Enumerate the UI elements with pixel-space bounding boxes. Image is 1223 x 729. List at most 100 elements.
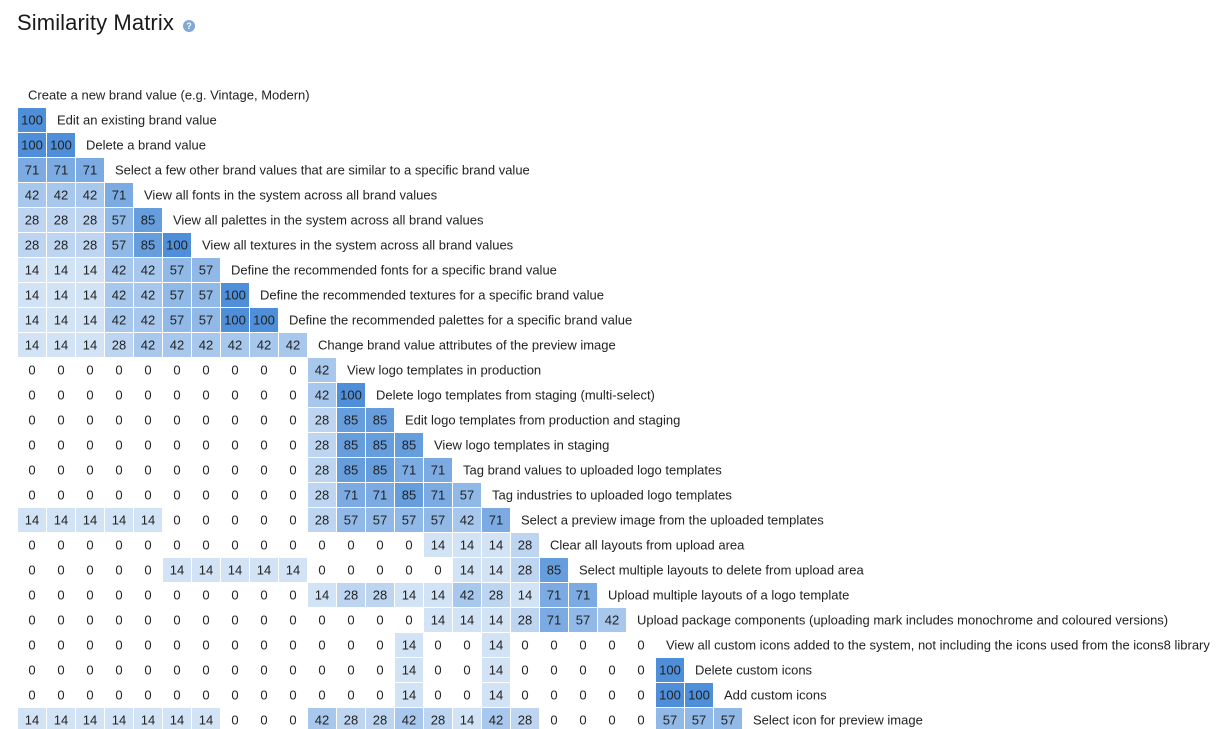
heatmap-cell	[192, 483, 220, 507]
heatmap-cell	[192, 658, 220, 682]
heatmap-cell	[221, 583, 249, 607]
cell-value-label: 0	[405, 538, 412, 553]
cell-value-label: 0	[318, 663, 325, 678]
row-label: Define the recommended fonts for a speci…	[231, 263, 557, 278]
cell-value-label: 0	[144, 638, 151, 653]
cell-value-label: 0	[376, 663, 383, 678]
heatmap-cell	[163, 408, 191, 432]
cell-value-label: 0	[289, 388, 296, 403]
cell-value-label: 0	[28, 588, 35, 603]
cell-value-label: 100	[166, 238, 188, 253]
heatmap-cell	[482, 633, 510, 657]
cell-value-label: 0	[318, 638, 325, 653]
heatmap-cell	[250, 608, 278, 632]
heatmap-cell	[250, 458, 278, 482]
cell-value-label: 0	[289, 613, 296, 628]
heatmap-cell	[134, 683, 162, 707]
cell-value-label: 0	[28, 463, 35, 478]
heatmap-cell	[18, 558, 46, 582]
heatmap-cell	[18, 508, 46, 532]
heatmap-cell	[76, 508, 104, 532]
cell-value-label: 0	[173, 413, 180, 428]
heatmap-cell	[279, 608, 307, 632]
row-label: Upload package components (uploading mar…	[637, 613, 1168, 628]
cell-value-label: 0	[637, 638, 644, 653]
heatmap-cell	[18, 583, 46, 607]
heatmap-cell	[192, 583, 220, 607]
cell-value-label: 0	[434, 688, 441, 703]
cell-value-label: 0	[289, 538, 296, 553]
cell-value-label: 0	[260, 538, 267, 553]
cell-value-label: 28	[373, 588, 387, 603]
cell-value-label: 0	[579, 688, 586, 703]
heatmap-cell	[105, 708, 133, 729]
heatmap-cell	[134, 408, 162, 432]
cell-value-label: 42	[141, 338, 155, 353]
cell-value-label: 0	[57, 663, 64, 678]
heatmap-cell	[18, 333, 46, 357]
cell-value-label: 100	[224, 288, 246, 303]
cell-value-label: 42	[460, 588, 474, 603]
heatmap-cell	[540, 608, 568, 632]
heatmap-cell	[76, 283, 104, 307]
cell-value-label: 0	[405, 613, 412, 628]
row-label: Create a new brand value (e.g. Vintage, …	[28, 88, 310, 103]
heatmap-cell	[308, 483, 336, 507]
heatmap-cell	[482, 608, 510, 632]
heatmap-cell	[76, 633, 104, 657]
cell-value-label: 57	[170, 288, 184, 303]
cell-value-label: 0	[260, 438, 267, 453]
cell-value-label: 57	[199, 288, 213, 303]
cell-value-label: 14	[460, 563, 474, 578]
cell-value-label: 0	[463, 638, 470, 653]
heatmap-cell	[76, 258, 104, 282]
heatmap-cell	[47, 133, 75, 157]
heatmap-cell	[337, 483, 365, 507]
heatmap-cell	[47, 433, 75, 457]
heatmap-cell	[540, 583, 568, 607]
heatmap-cell	[511, 608, 539, 632]
heatmap-cell	[395, 608, 423, 632]
heatmap-cell	[18, 158, 46, 182]
row-label: Select icon for preview image	[753, 713, 923, 728]
cell-value-label: 71	[83, 163, 97, 178]
heatmap-cell	[279, 508, 307, 532]
heatmap-cell	[192, 258, 220, 282]
heatmap-cell	[308, 433, 336, 457]
cell-value-label: 0	[405, 563, 412, 578]
help-icon[interactable]: ?	[182, 20, 195, 32]
heatmap-cell	[192, 683, 220, 707]
heatmap-cell	[540, 633, 568, 657]
heatmap-cell	[134, 533, 162, 557]
heatmap-cell	[18, 308, 46, 332]
heatmap-cell	[76, 208, 104, 232]
cell-value-label: 14	[170, 713, 184, 728]
cell-value-label: 14	[489, 663, 503, 678]
cell-value-label: 42	[228, 338, 242, 353]
heatmap-cell	[163, 233, 191, 257]
cell-value-label: 0	[28, 488, 35, 503]
heatmap-cell	[221, 558, 249, 582]
cell-value-label: 14	[315, 588, 329, 603]
heatmap-cell	[47, 683, 75, 707]
heatmap-cell	[308, 508, 336, 532]
cell-value-label: 14	[25, 338, 39, 353]
cell-value-label: 14	[199, 713, 213, 728]
row-label: Tag industries to uploaded logo template…	[492, 488, 732, 503]
cell-value-label: 0	[28, 363, 35, 378]
cell-value-label: 71	[431, 488, 445, 503]
cell-value-label: 0	[289, 488, 296, 503]
cell-value-label: 0	[28, 538, 35, 553]
cell-value-label: 14	[54, 288, 68, 303]
row-label: Upload multiple layouts of a logo templa…	[608, 588, 849, 603]
cell-value-label: 28	[315, 463, 329, 478]
cell-value-label: 0	[28, 688, 35, 703]
heatmap-cell	[279, 683, 307, 707]
cell-value-label: 0	[86, 413, 93, 428]
heatmap-cell	[482, 708, 510, 729]
cell-value-label: 71	[373, 488, 387, 503]
heatmap-cell	[221, 508, 249, 532]
cell-value-label: 0	[57, 463, 64, 478]
cell-value-label: 100	[21, 113, 43, 128]
cell-value-label: 14	[25, 263, 39, 278]
